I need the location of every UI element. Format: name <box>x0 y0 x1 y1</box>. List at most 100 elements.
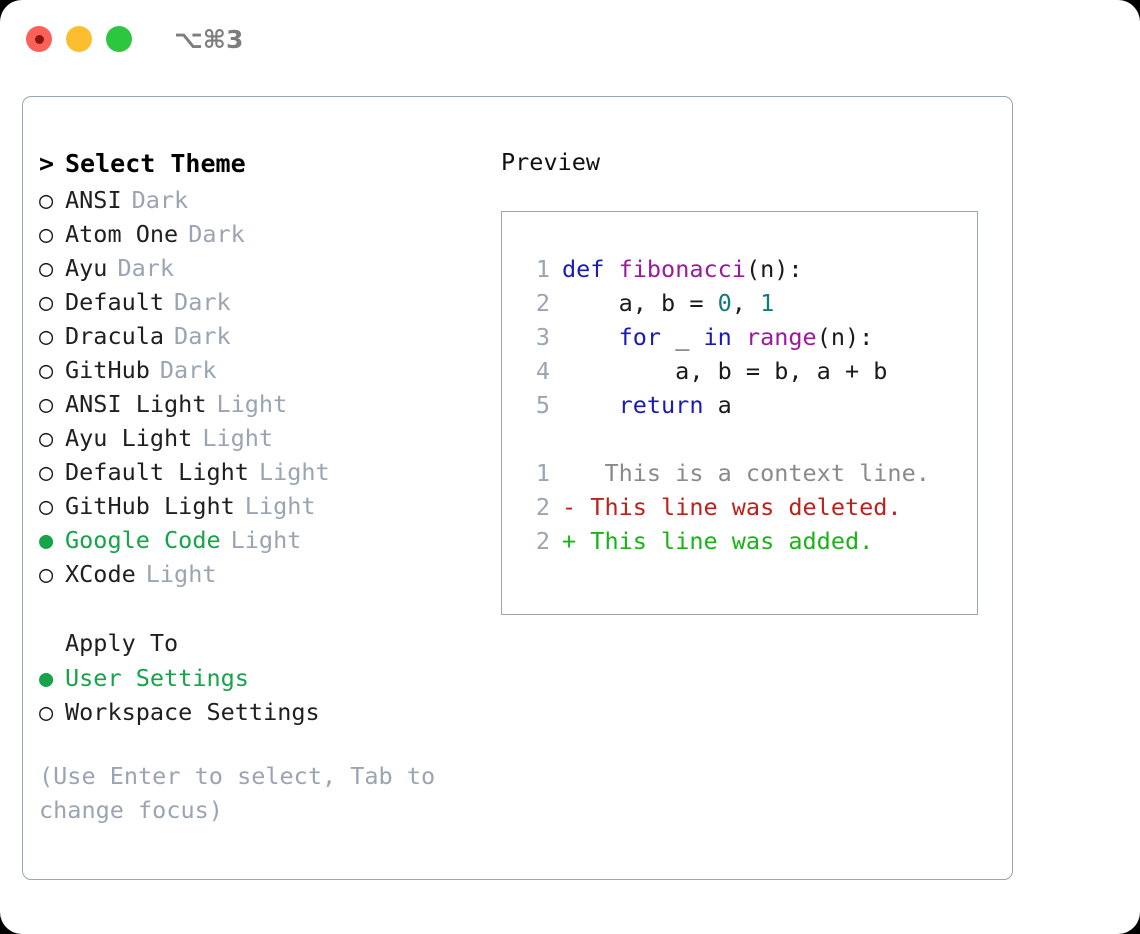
code-token-num: 0 <box>717 289 732 317</box>
close-window-icon[interactable] <box>26 26 52 52</box>
code-token-plain <box>562 391 619 419</box>
theme-list-item[interactable]: ○ XCode Light <box>39 557 489 591</box>
diff-text: This line was deleted. <box>576 493 902 521</box>
traffic-light-group <box>26 26 132 52</box>
prompt-caret-icon: > <box>39 149 55 178</box>
code-token-kw: in <box>703 323 732 351</box>
code-line-number: 2 <box>535 289 550 317</box>
radio-unselected-icon: ○ <box>39 390 54 418</box>
radio-selected-icon: ● <box>39 664 54 692</box>
theme-name: Dracula <box>65 322 165 350</box>
diff-line-number: 1 <box>535 459 550 487</box>
diff-line-number: 2 <box>535 493 550 521</box>
radio-unselected-icon: ○ <box>39 220 54 248</box>
code-diff-spacer <box>520 422 977 456</box>
code-token-plain: _ <box>661 323 704 351</box>
code-line-number: 1 <box>535 255 550 283</box>
code-line: 3 for _ in range(n): <box>520 320 977 354</box>
preview-title: Preview <box>501 148 601 176</box>
theme-variant-label: Dark <box>117 254 175 282</box>
theme-variant-label: Dark <box>174 322 231 350</box>
title-bar: ⌥⌘3 <box>0 0 1140 78</box>
theme-variant-label: Light <box>145 560 217 588</box>
theme-name: GitHub <box>65 356 150 384</box>
code-token-punc: (n): <box>816 323 874 351</box>
diff-sign <box>562 456 576 490</box>
diff-text: This is a context line. <box>576 459 930 487</box>
theme-list-item[interactable]: ○ Default Dark <box>39 285 489 319</box>
theme-variant-label: Dark <box>174 288 231 316</box>
theme-name: Atom One <box>65 220 179 248</box>
apply-to-heading: Apply To <box>65 629 179 657</box>
code-line-content: return a <box>562 388 732 422</box>
code-line: 4 a, b = b, a + b <box>520 354 977 388</box>
radio-unselected-icon: ○ <box>39 288 54 316</box>
maximize-window-icon[interactable] <box>106 26 132 52</box>
radio-selected-icon: ● <box>39 526 54 554</box>
code-token-kw: for <box>618 323 662 351</box>
radio-unselected-icon: ○ <box>39 322 54 350</box>
code-token-plain: a <box>703 391 732 419</box>
apply-to-label: Workspace Settings <box>65 698 320 726</box>
diff-sample: 1 This is a context line. 2- This line wa… <box>520 456 977 558</box>
theme-variant-label: Light <box>244 492 316 520</box>
code-line: 5 return a <box>520 388 977 422</box>
theme-picker-heading: > Select Theme <box>39 145 489 183</box>
theme-list-item[interactable]: ○ ANSI Light Light <box>39 387 489 421</box>
code-token-num: 1 <box>760 289 775 317</box>
diff-sign: + <box>562 527 577 555</box>
code-token-plain <box>732 323 746 351</box>
code-line: 1 def fibonacci(n): <box>520 252 977 286</box>
radio-unselected-icon: ○ <box>39 254 54 282</box>
minimize-window-icon[interactable] <box>66 26 92 52</box>
apply-to-item[interactable]: ●User Settings <box>39 661 489 695</box>
theme-name: XCode <box>65 560 136 588</box>
theme-variant-label: Light <box>258 458 330 486</box>
radio-unselected-icon: ○ <box>39 492 54 520</box>
radio-unselected-icon: ○ <box>39 356 54 384</box>
list-spacer <box>39 591 489 625</box>
theme-variant-label: Dark <box>131 186 189 214</box>
code-line-content: def fibonacci(n): <box>562 252 803 286</box>
theme-picker-heading-label: Select Theme <box>65 149 246 178</box>
code-line-content: a, b = 0, 1 <box>562 286 775 320</box>
code-line-number: 4 <box>535 357 550 385</box>
theme-list-item[interactable]: ○ Dracula Dark <box>39 319 489 353</box>
theme-variant-label: Light <box>202 424 274 452</box>
diff-line: 2+ This line was added. <box>520 524 977 558</box>
theme-list-item[interactable]: ○ ANSI Dark <box>39 183 489 217</box>
theme-name: ANSI Light <box>65 390 207 418</box>
radio-unselected-icon: ○ <box>39 458 54 486</box>
diff-line-number: 2 <box>535 527 550 555</box>
theme-list-item[interactable]: ○ Default Light Light <box>39 455 489 489</box>
keyboard-shortcut-label: ⌥⌘3 <box>174 24 244 54</box>
theme-name: Default <box>65 288 165 316</box>
apply-to-item[interactable]: ○Workspace Settings <box>39 695 489 729</box>
theme-variant-label: Light <box>216 390 288 418</box>
code-token-plain: a, b = <box>562 289 718 317</box>
theme-name: ANSI <box>65 186 122 214</box>
diff-sign: - <box>562 493 577 521</box>
keyboard-hint: (Use Enter to select, Tab to change focu… <box>39 762 436 824</box>
theme-list-item[interactable]: ○ Ayu Light Light <box>39 421 489 455</box>
code-line-number: 3 <box>535 323 550 351</box>
code-line: 2 a, b = 0, 1 <box>520 286 977 320</box>
radio-unselected-icon: ○ <box>39 560 54 588</box>
diff-line: 2- This line was deleted. <box>520 490 977 524</box>
theme-name: Default Light <box>65 458 249 486</box>
code-line-number: 5 <box>535 391 550 419</box>
radio-unselected-icon: ○ <box>39 424 54 452</box>
radio-unselected-icon: ○ <box>39 186 54 214</box>
theme-name: Ayu Light <box>65 424 193 452</box>
